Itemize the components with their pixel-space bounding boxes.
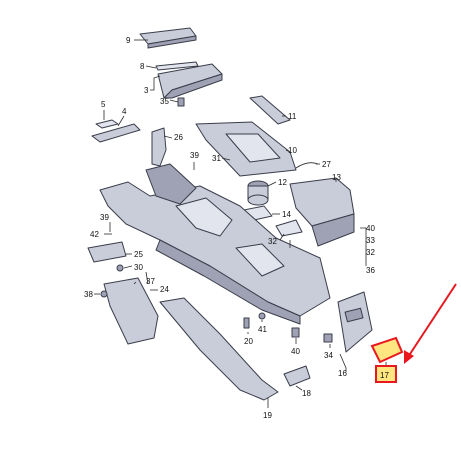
callout-39b: 39 [100,213,109,222]
red-pointer-arrow [404,283,457,364]
callout-42: 42 [90,230,99,239]
callout-16: 16 [338,369,347,378]
part-20-clip[interactable] [243,317,250,329]
callout-36: 36 [366,266,375,275]
callout-30: 30 [134,263,143,272]
part-26-bracket[interactable] [151,127,167,167]
callout-39a: 39 [190,151,199,160]
callout-4: 4 [122,107,127,116]
part-8-gasket[interactable] [155,61,199,71]
callout-25: 25 [134,250,143,259]
part-18-end-block[interactable] [283,365,311,387]
callout-8: 8 [140,62,145,71]
callout-31: 31 [212,154,221,163]
part-34-clip[interactable] [323,333,333,343]
callout-38: 38 [84,290,93,299]
callout-40b: 40 [291,347,300,356]
callout-33: 33 [366,236,375,245]
callout-17-highlight-box [375,365,397,383]
part-9-cover-plate[interactable] [139,27,197,49]
callout-27: 27 [322,160,331,169]
part-25-bracket[interactable] [87,241,127,263]
part-10-shift-bezel[interactable] [195,121,297,177]
part-5-insert[interactable] [95,119,119,129]
callout-26: 26 [174,133,183,142]
part-17-socket[interactable] [370,336,404,364]
part-40-nut[interactable] [291,327,300,338]
callout-17: 17 [380,371,389,380]
part-4-mat[interactable] [91,123,141,143]
callout-9: 9 [126,36,131,45]
callout-10: 10 [288,146,297,155]
callout-labels: 9 8 3 35 5 4 26 11 10 39 31 27 12 13 14 … [84,36,397,420]
part-11-trim[interactable] [249,95,291,125]
part-24-bracket[interactable] [103,277,159,345]
part-35-clip[interactable] [177,97,185,107]
callout-11: 11 [288,112,297,121]
part-3-lid[interactable] [157,63,223,99]
callout-32b: 32 [366,248,375,257]
part-30-screw[interactable] [116,264,124,272]
callout-35: 35 [160,97,169,106]
callout-3: 3 [144,86,149,95]
callout-12: 12 [278,178,287,187]
callout-40a: 40 [366,224,375,233]
part-16-rear-panel[interactable] [337,291,373,353]
callout-34: 34 [324,351,333,360]
callout-37: 37 [146,277,155,286]
callout-41: 41 [258,325,267,334]
callout-24: 24 [160,285,169,294]
part-12-cup-holder[interactable] [247,180,269,206]
leader-lines [94,39,387,408]
part-19-lower-rail[interactable] [159,297,279,401]
part-27-cable[interactable] [295,162,319,169]
callout-5: 5 [101,100,106,109]
callout-14: 14 [282,210,291,219]
part-13-armrest[interactable] [289,177,355,247]
callout-19: 19 [263,411,272,420]
callout-13: 13 [332,173,341,182]
part-32-pad[interactable] [275,219,303,237]
callout-18: 18 [302,389,311,398]
part-38-screw[interactable] [100,290,108,298]
callout-20: 20 [244,337,253,346]
center-console-body[interactable] [99,163,331,325]
part-41-screw[interactable] [258,312,266,320]
callout-32a: 32 [268,237,277,246]
